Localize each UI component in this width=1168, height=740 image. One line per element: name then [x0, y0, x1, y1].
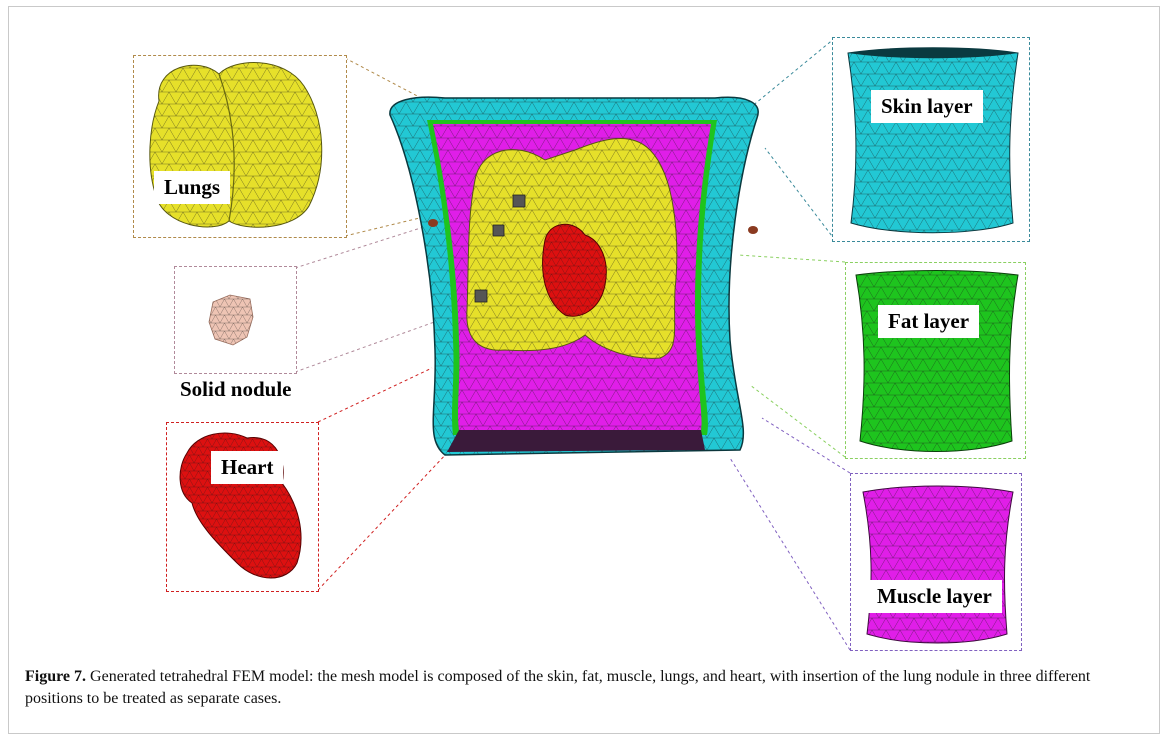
skin-panel: Skin layer [832, 37, 1030, 242]
heart-mesh [167, 423, 319, 592]
nodule-marker [475, 290, 487, 302]
figure-number: Figure 7. [25, 668, 86, 685]
caption-text: Generated tetrahedral FEM model: the mes… [25, 668, 1090, 707]
nodule-panel [174, 266, 297, 374]
torso-model [385, 90, 765, 480]
skin-mesh [833, 38, 1030, 242]
lungs-panel: Lungs [133, 55, 347, 238]
fat-mesh [846, 263, 1026, 459]
muscle-mesh [851, 474, 1022, 651]
nodule-mesh [175, 267, 297, 374]
nodule-marker [513, 195, 525, 207]
lungs-label: Lungs [154, 171, 230, 204]
nodule-marker [493, 225, 504, 236]
fat-layer-label: Fat layer [878, 305, 979, 338]
heart-label: Heart [211, 451, 283, 484]
figure-caption: Figure 7. Generated tetrahedral FEM mode… [25, 666, 1145, 710]
heart-panel: Heart [166, 422, 319, 592]
muscle-layer-label: Muscle layer [867, 580, 1002, 613]
muscle-panel: Muscle layer [850, 473, 1022, 651]
fat-panel: Fat layer [845, 262, 1026, 459]
skin-layer-label: Skin layer [871, 90, 983, 123]
solid-nodule-label: Solid nodule [180, 377, 291, 402]
lungs-mesh [134, 56, 347, 238]
